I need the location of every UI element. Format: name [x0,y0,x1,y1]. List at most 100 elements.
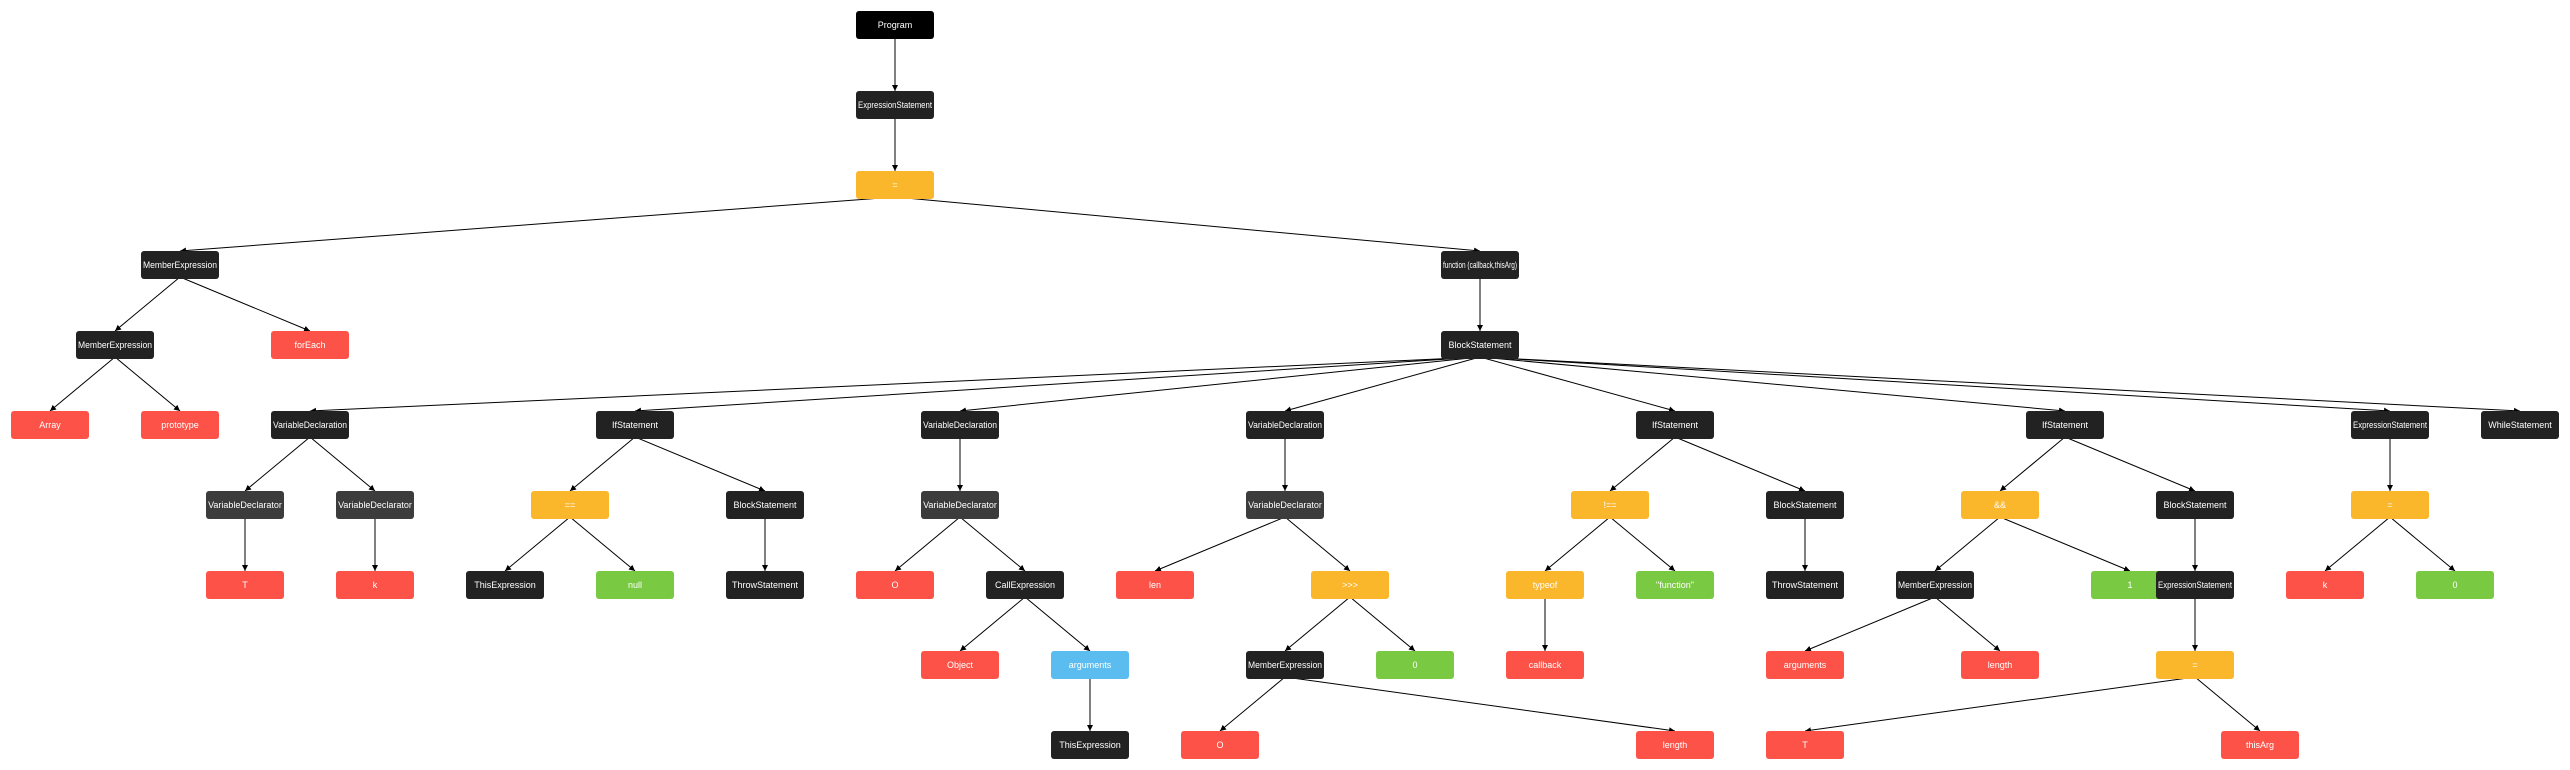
ast-node-n3: MemberExpression [141,251,219,279]
node-label: MemberExpression [78,340,152,350]
ast-node-n21: BlockStatement [726,491,804,519]
node-box [921,411,999,439]
node-box [271,411,349,439]
ast-node-n46: Object [921,651,999,679]
node-label: O [891,580,898,590]
edge-n35-n47 [1024,596,1091,652]
node-box [596,411,674,439]
node-box [1051,651,1129,679]
node-box [1636,731,1714,759]
ast-node-n32: null [596,571,674,599]
node-label: ThisExpression [1059,740,1121,750]
edge-n10-n19 [309,436,376,492]
ast-node-n42: 1 [2091,571,2169,599]
edge-n7-n16 [1479,356,2391,414]
edge-n3-n6 [179,276,311,332]
node-label: >>> [1342,580,1358,590]
ast-node-n55: O [1181,731,1259,759]
node-label: = [2387,500,2392,510]
node-label: && [1994,500,2006,510]
edge-n26-n41 [1934,516,2001,572]
node-label: VariableDeclarator [923,500,997,510]
node-box [466,571,544,599]
ast-node-n57: T [1766,731,1844,759]
ast-node-n5: MemberExpression [76,331,154,359]
ast-node-n6: forEach [271,331,349,359]
edge-n22-n34 [894,516,961,572]
ast-node-n11: IfStatement [596,411,674,439]
node-label: arguments [1069,660,1112,670]
ast-node-n40: ThrowStatement [1766,571,1844,599]
ast-node-n51: arguments [1766,651,1844,679]
node-box [921,651,999,679]
node-box [1441,251,1519,279]
edge-n14-n25 [1674,436,1806,492]
node-label: CallExpression [995,580,1055,590]
node-label: ExpressionStatement [858,100,932,110]
ast-node-n25: BlockStatement [1766,491,1844,519]
node-label: typeof [1533,580,1558,590]
edge-n14-n24 [1609,436,1676,492]
edge-n7-n15 [1479,356,2066,414]
node-label: null [628,580,642,590]
ast-node-n30: k [336,571,414,599]
ast-node-n50: callback [1506,651,1584,679]
edge-n24-n38 [1544,516,1611,572]
node-box [206,571,284,599]
node-label: ThrowStatement [1772,580,1839,590]
node-label: callback [1529,660,1562,670]
edge-n26-n42 [1999,516,2131,572]
node-label: k [2323,580,2328,590]
ast-node-n15: IfStatement [2026,411,2104,439]
node-box [1506,651,1584,679]
node-label: == [565,500,576,510]
node-box [2026,411,2104,439]
node-label: length [1663,740,1688,750]
node-label: length [1988,660,2013,670]
ast-node-n8: Array [11,411,89,439]
ast-node-n36: len [1116,571,1194,599]
node-label: VariableDeclarator [1248,500,1322,510]
edge-n7-n17 [1479,356,2521,414]
edge-n7-n12 [959,356,1481,414]
node-box [986,571,1064,599]
node-label: 0 [1412,660,1417,670]
edge-n28-n44 [2324,516,2391,572]
node-label: Object [947,660,974,670]
node-label: ExpressionStatement [2353,420,2427,430]
ast-node-n19: VariableDeclarator [336,491,414,519]
ast-node-n52: length [1961,651,2039,679]
edge-n15-n26 [1999,436,2066,492]
node-box [271,331,349,359]
edge-n28-n45 [2389,516,2456,572]
edge-n11-n20 [569,436,636,492]
node-label: ThrowStatement [732,580,799,590]
ast-node-n20: == [531,491,609,519]
edge-n35-n46 [959,596,1026,652]
edge-n48-n56 [1284,676,1676,734]
node-label: VariableDeclaration [1248,420,1322,430]
edge-n22-n35 [959,516,1026,572]
node-label: MemberExpression [1898,580,1972,590]
node-box [141,411,219,439]
node-label: = [892,180,897,190]
edge-n23-n37 [1284,516,1351,572]
node-box [1896,571,1974,599]
node-box [11,411,89,439]
ast-node-n39: "function" [1636,571,1714,599]
ast-node-n16: ExpressionStatement [2351,411,2429,439]
node-label: T [1802,740,1808,750]
edge-n37-n48 [1284,596,1351,652]
node-label: BlockStatement [1773,500,1837,510]
edge-n5-n9 [114,356,181,412]
ast-node-n49: 0 [1376,651,1454,679]
node-label: Program [878,20,913,30]
ast-node-n12: VariableDeclaration [921,411,999,439]
ast-node-n44: k [2286,571,2364,599]
ast-node-n31: ThisExpression [466,571,544,599]
node-label: len [1149,580,1161,590]
node-label: prototype [161,420,199,430]
edge-n3-n5 [114,276,181,332]
